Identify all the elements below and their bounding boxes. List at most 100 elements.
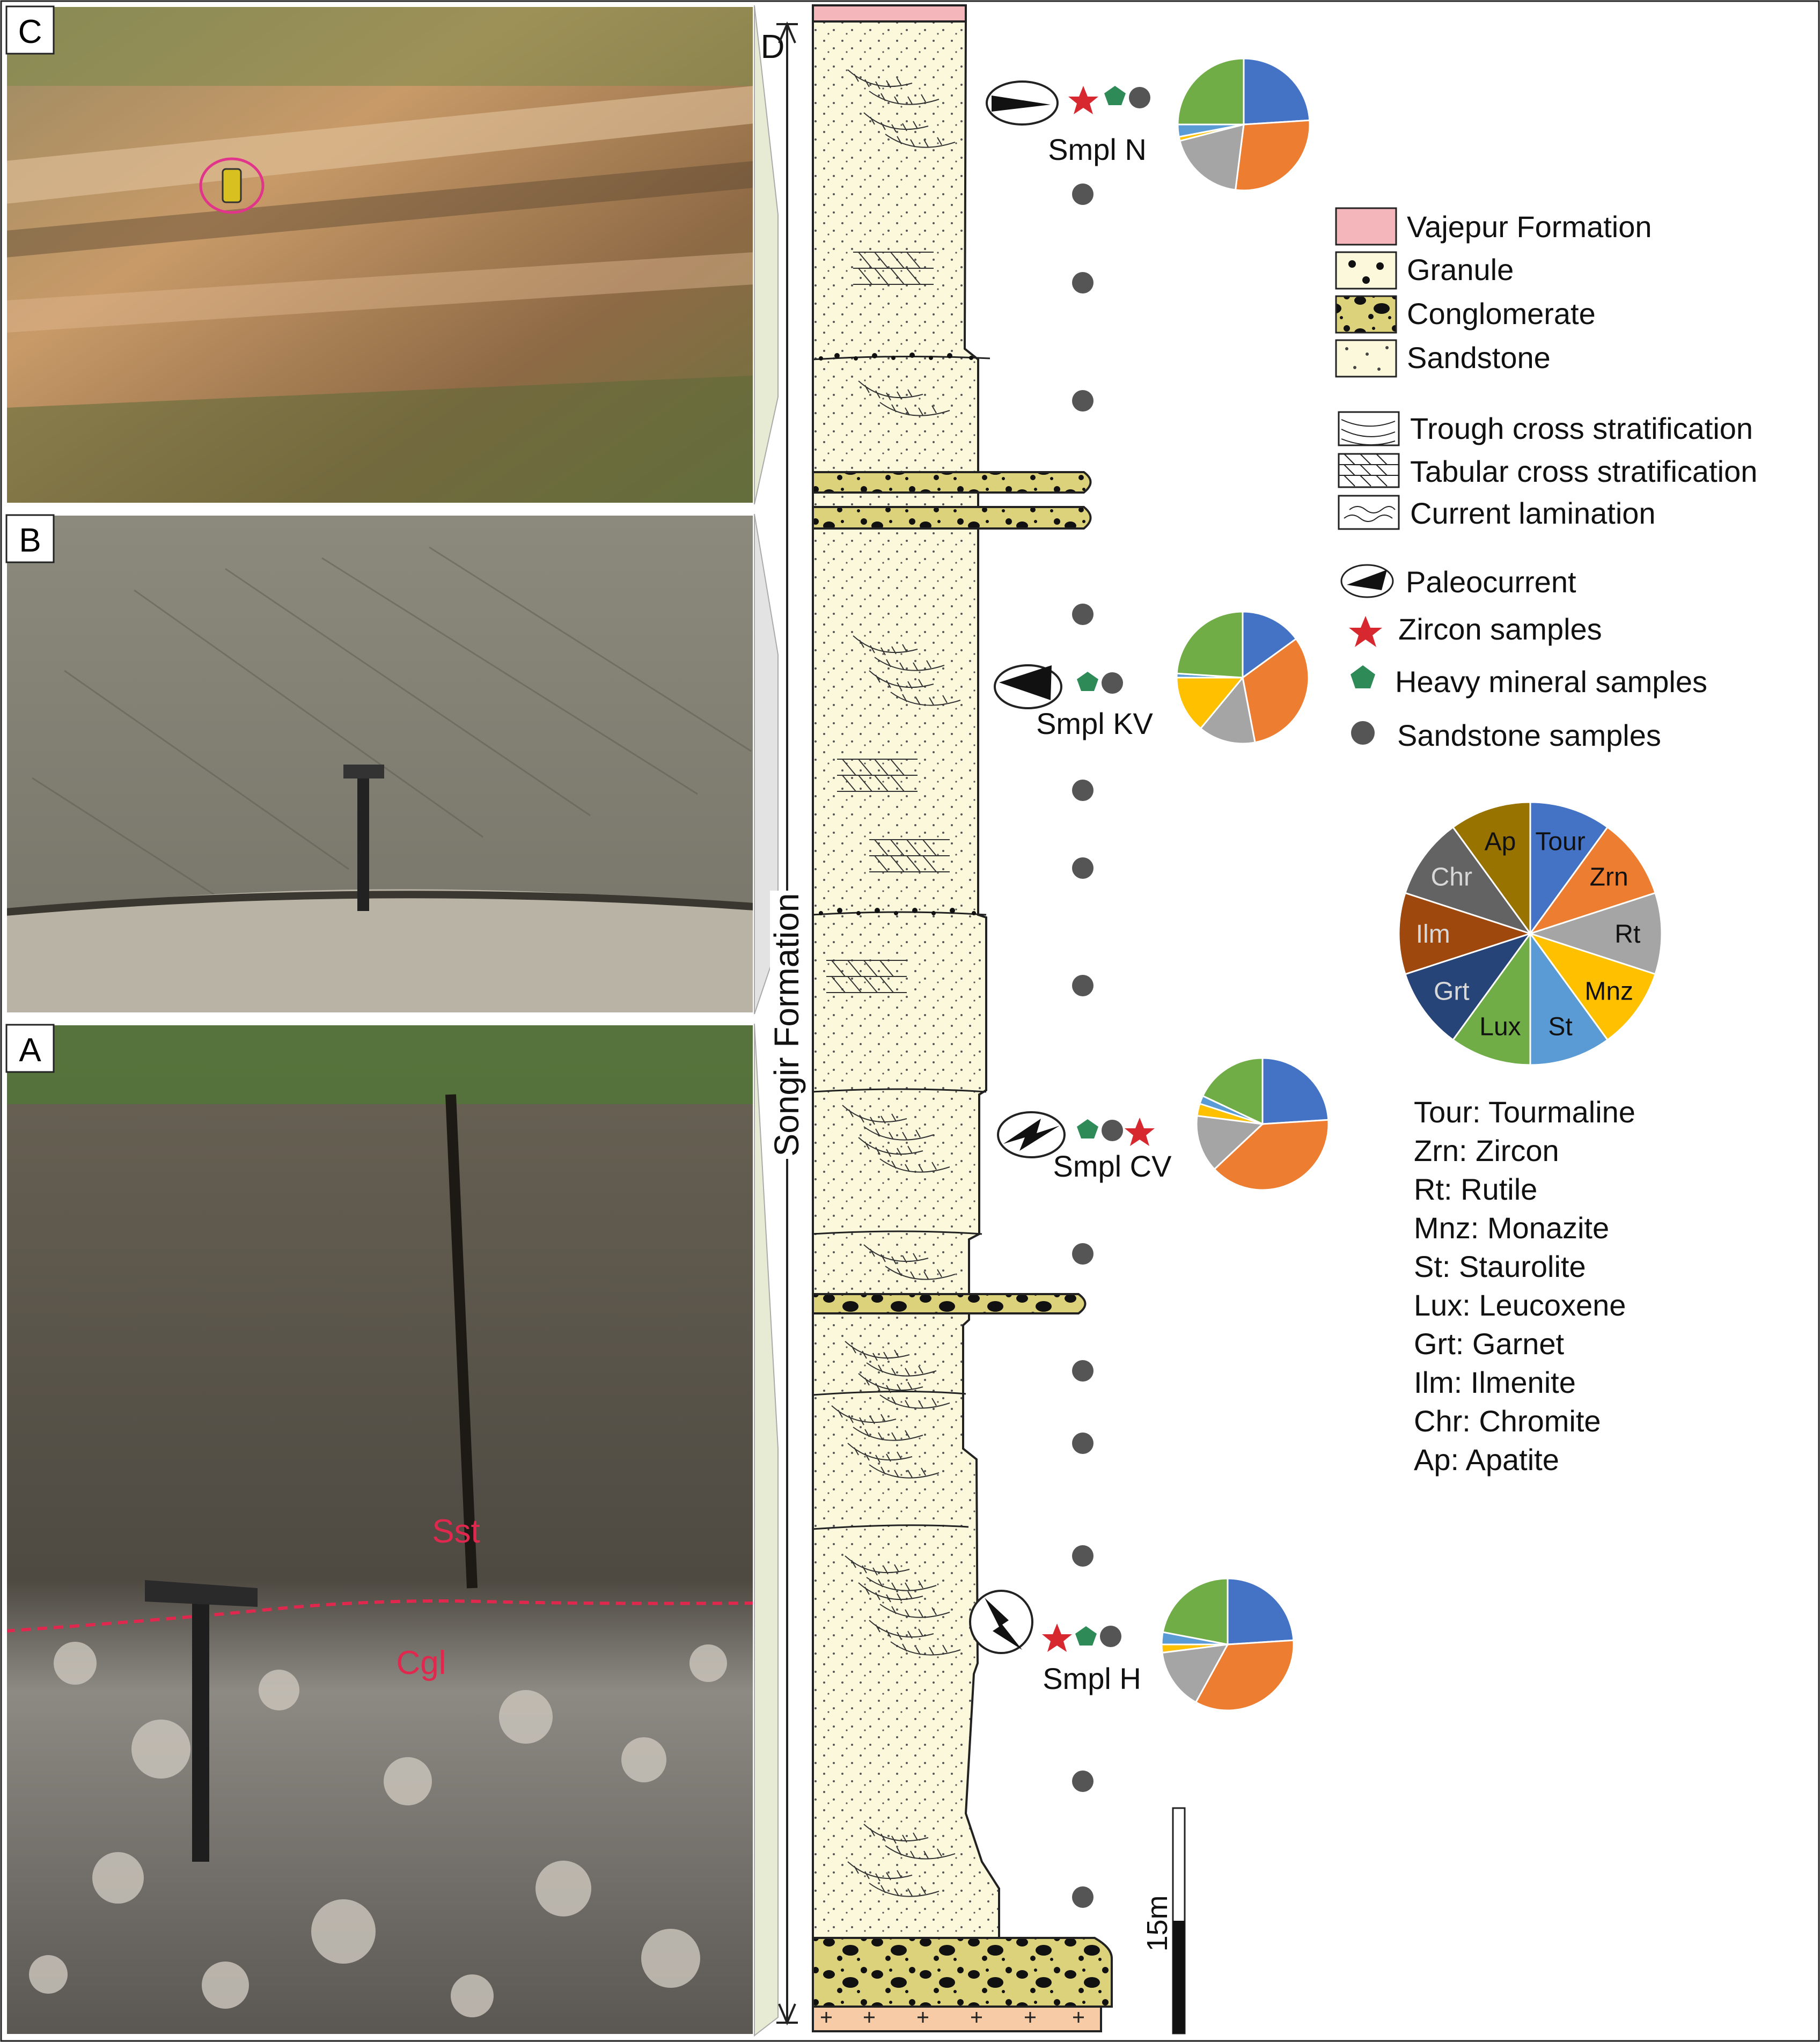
pie-slice-lux	[1201, 1057, 1264, 1126]
pie-label-zrn: Zrn	[1590, 863, 1628, 891]
legend-conglomerate: Conglomerate	[1407, 297, 1596, 330]
conglomerate-bed-2	[812, 506, 1092, 530]
mineral-legend-4: St: Staurolite	[1414, 1250, 1586, 1283]
panel-a-label: A	[19, 1032, 41, 1069]
pie-label-ilm: Ilm	[1416, 920, 1450, 949]
legend-tabular: Tabular cross stratification	[1410, 454, 1757, 488]
pie-slice-lux	[1176, 611, 1244, 679]
pie-label-tour: Tour	[1535, 828, 1585, 856]
pie-slice-rt	[1179, 123, 1245, 191]
sample-kv: Smpl KV	[994, 664, 1154, 740]
mineral-legend-3: Mnz: Monazite	[1414, 1211, 1609, 1245]
sample-kv-label: Smpl KV	[1036, 707, 1153, 740]
stratigraphic-column	[812, 4, 1113, 2032]
sample-h: Smpl H	[969, 1590, 1141, 1695]
pie-slice-ap	[1451, 801, 1531, 936]
pie-slice-chr	[1404, 826, 1532, 935]
pie-slice-rt	[1199, 675, 1256, 745]
basement	[812, 2006, 1102, 2032]
pie-slice-tour	[1242, 611, 1297, 679]
mineral-legend-9: Ap: Apatite	[1414, 1443, 1559, 1477]
pie-sample-n	[1177, 57, 1311, 192]
conglomerate-bed-3	[812, 1293, 1087, 1314]
pie-slice-zrn	[1234, 119, 1311, 192]
pie-slice-grt	[1404, 932, 1532, 1041]
legend-trough: Trough cross stratification	[1410, 412, 1753, 445]
pie-label-st: St	[1548, 1012, 1572, 1041]
pie-sample-cv	[1195, 1057, 1330, 1191]
mineral-legend-2: Rt: Rutile	[1414, 1172, 1537, 1206]
pie-slice-tour	[1243, 57, 1311, 126]
sample-h-label: Smpl H	[1043, 1662, 1141, 1695]
legend-granule: Granule	[1407, 253, 1514, 287]
pie-slice-rt	[1195, 1114, 1265, 1171]
photo-b: B	[4, 512, 756, 1016]
sample-n: Smpl N	[986, 80, 1150, 166]
legend-sandstone-sample: Sandstone samples	[1397, 718, 1661, 752]
mineral-legend-0: Tour: Tourmaline	[1414, 1095, 1635, 1129]
legend-sandstone-sample-icon	[1351, 721, 1375, 745]
mineral-legend-8: Chr: Chromite	[1414, 1404, 1601, 1438]
pie-slice-rt	[1528, 892, 1663, 975]
legend-vajepur-swatch	[1335, 207, 1397, 246]
mineral-legend: Tour: Tourmaline Zrn: Zircon Rt: Rutile …	[1414, 1095, 1635, 1477]
pie-label-grt: Grt	[1434, 978, 1470, 1006]
vajepur-formation-bed	[812, 4, 967, 23]
pie-slice-ilm	[1398, 892, 1533, 975]
scale-bar	[1172, 1807, 1186, 2034]
mineral-legend-5: Lux: Leucoxene	[1414, 1288, 1626, 1322]
cgl-label: Cgl	[396, 1644, 446, 1681]
legend-current: Current lamination	[1410, 496, 1656, 530]
pie-label-lux: Lux	[1479, 1012, 1521, 1041]
pie-slice-tour	[1529, 801, 1609, 936]
conglomerate-base	[812, 1937, 1113, 2008]
photo-a: Sst Cgl A	[4, 1022, 756, 2037]
legend-trough-swatch	[1338, 411, 1400, 446]
connector-c	[754, 5, 779, 505]
pie-slice-tour	[1261, 1057, 1330, 1125]
legend-paleocurrent: Paleocurrent	[1406, 565, 1576, 599]
panel-b-label: B	[19, 522, 41, 559]
connector-a	[754, 1023, 779, 2037]
pie-slice-tour	[1227, 1577, 1295, 1646]
pie-slice-lux	[1451, 931, 1531, 1066]
pie-slice-lux	[1162, 1577, 1229, 1646]
legend-heavy-mineral-icon	[1351, 665, 1375, 688]
pie-label-mnz: Mnz	[1584, 978, 1633, 1006]
pie-slice-zrn	[1528, 826, 1656, 935]
legend-sandstone-swatch	[1335, 339, 1397, 378]
mineral-legend-7: Ilm: Ilmenite	[1414, 1365, 1576, 1399]
panel-c-label: C	[18, 13, 42, 50]
sandstone-body	[812, 20, 1000, 2008]
pie-sample-h	[1161, 1577, 1295, 1712]
scale-label: 15m	[1141, 1895, 1173, 1951]
pie-label-ap: Ap	[1485, 828, 1516, 856]
legend-heavy-mineral: Heavy mineral samples	[1395, 665, 1707, 699]
sample-n-label: Smpl N	[1048, 133, 1147, 166]
pie-sample-kv	[1176, 611, 1310, 745]
pie-label-chr: Chr	[1431, 863, 1472, 891]
photo-c: C	[4, 4, 756, 506]
pie-label-rt: Rt	[1614, 920, 1640, 949]
legend-tabular-swatch	[1338, 453, 1400, 488]
thickness-arrow	[770, 21, 804, 2026]
pie-slice-zrn	[1242, 637, 1310, 744]
legend-current-swatch	[1338, 495, 1400, 530]
legend-vajepur: Vajepur Formation	[1407, 210, 1652, 244]
sample-cv-label: Smpl CV	[1053, 1149, 1172, 1183]
legend-conglomerate-swatch	[1335, 295, 1397, 334]
pie-slice-lux	[1177, 57, 1245, 126]
legend-zircon-star-icon	[1349, 616, 1382, 647]
legend-zircon: Zircon samples	[1398, 612, 1602, 646]
mineral-legend-6: Grt: Garnet	[1414, 1327, 1565, 1361]
pie-slice-st	[1529, 931, 1609, 1066]
conglomerate-bed-1	[812, 471, 1092, 494]
sst-label: Sst	[432, 1513, 480, 1550]
panel-d-label: D	[761, 28, 785, 65]
legend: Vajepur Formation Granule Conglomerate S…	[1335, 207, 1757, 752]
formation-label: Songir Formation	[767, 893, 806, 1157]
pie-slice-rt	[1161, 1643, 1229, 1703]
